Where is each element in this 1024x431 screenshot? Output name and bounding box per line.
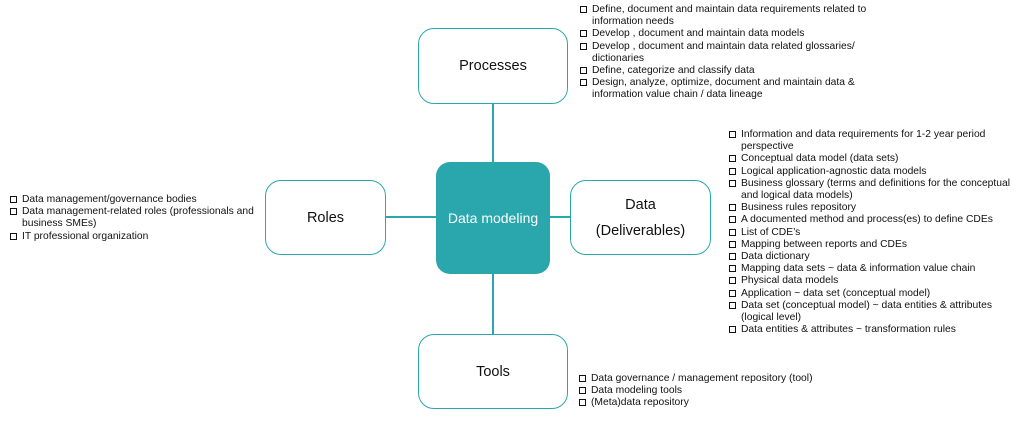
processes-box: Processes xyxy=(418,28,568,104)
list-item: Data management/governance bodies xyxy=(10,194,262,206)
list-item: List of CDE’s xyxy=(729,227,1019,239)
list-item: Data dictionary xyxy=(729,251,1019,263)
processes-label: Processes xyxy=(459,58,527,74)
checkbox-icon xyxy=(729,179,736,187)
checkbox-icon xyxy=(729,265,736,273)
center-node: Data modeling xyxy=(436,162,550,274)
checkbox-icon xyxy=(579,399,586,407)
roles-box: Roles xyxy=(265,180,386,255)
list-item: Develop , document and maintain data rel… xyxy=(580,41,898,65)
checkbox-icon xyxy=(580,67,587,75)
checkbox-icon xyxy=(10,208,17,216)
checkbox-icon xyxy=(10,196,17,203)
processes-list: Define, document and maintain data requi… xyxy=(580,4,898,102)
list-item: (Meta)data repository xyxy=(579,397,879,409)
list-item: Data modeling tools xyxy=(579,385,879,397)
tools-box: Tools xyxy=(418,334,568,409)
checkbox-icon xyxy=(729,289,736,297)
roles-label: Roles xyxy=(306,209,345,226)
checkbox-icon xyxy=(579,375,586,382)
list-item: Conceptual data model (data sets) xyxy=(729,153,1019,165)
list-item: Data management-related roles (professio… xyxy=(10,206,262,230)
checkbox-icon xyxy=(580,30,587,38)
data-label-line1: Data xyxy=(625,196,656,213)
list-item: Design, analyze, optimize, document and … xyxy=(580,77,898,101)
list-item: Physical data models xyxy=(729,275,1019,287)
center-label: Data modeling xyxy=(447,210,539,226)
checkbox-icon xyxy=(729,240,736,248)
checkbox-icon xyxy=(580,79,587,87)
data-label-line2: (Deliverables) xyxy=(595,222,686,239)
list-item: Data set (conceptual model) ~ data entit… xyxy=(729,300,1019,324)
connector-bottom xyxy=(492,274,494,334)
checkbox-icon xyxy=(729,326,736,334)
checkbox-icon xyxy=(10,232,17,240)
data-list: Information and data requirements for 1-… xyxy=(729,129,1019,336)
checkbox-icon xyxy=(580,6,587,13)
list-item: Logical application-agnostic data models xyxy=(729,166,1019,178)
connector-left xyxy=(386,216,436,218)
list-item: Define, document and maintain data requi… xyxy=(580,4,898,28)
checkbox-icon xyxy=(729,131,736,138)
data-box: Data (Deliverables) xyxy=(570,180,711,255)
tools-label: Tools xyxy=(476,363,510,380)
list-item: Data governance / management repository … xyxy=(579,373,879,385)
list-item: Mapping data sets ~ data & information v… xyxy=(729,263,1019,275)
list-item: Application ~ data set (conceptual model… xyxy=(729,288,1019,300)
list-item: Develop , document and maintain data mod… xyxy=(580,28,898,40)
checkbox-icon xyxy=(729,228,736,236)
checkbox-icon xyxy=(729,301,736,309)
checkbox-icon xyxy=(729,167,736,175)
tools-list: Data governance / management repository … xyxy=(579,373,879,410)
list-item: Information and data requirements for 1-… xyxy=(729,129,1019,153)
checkbox-icon xyxy=(729,277,736,285)
list-item: Business glossary (terms and definitions… xyxy=(729,178,1019,202)
list-item: Data entities & attributes ~ transformat… xyxy=(729,324,1019,336)
checkbox-icon xyxy=(580,42,587,50)
checkbox-icon xyxy=(729,155,736,163)
checkbox-icon xyxy=(729,253,736,261)
checkbox-icon xyxy=(729,204,736,212)
checkbox-icon xyxy=(729,216,736,224)
connector-top xyxy=(492,104,494,162)
checkbox-icon xyxy=(579,387,586,395)
roles-list: Data management/governance bodies Data m… xyxy=(10,194,262,243)
list-item: Define, categorize and classify data xyxy=(580,65,898,77)
list-item: A documented method and process(es) to d… xyxy=(729,214,1019,226)
list-item: Business rules repository xyxy=(729,202,1019,214)
connector-right xyxy=(550,216,570,218)
list-item: IT professional organization xyxy=(10,231,262,243)
data-label: Data (Deliverables) xyxy=(596,192,685,244)
list-item: Mapping between reports and CDEs xyxy=(729,239,1019,251)
